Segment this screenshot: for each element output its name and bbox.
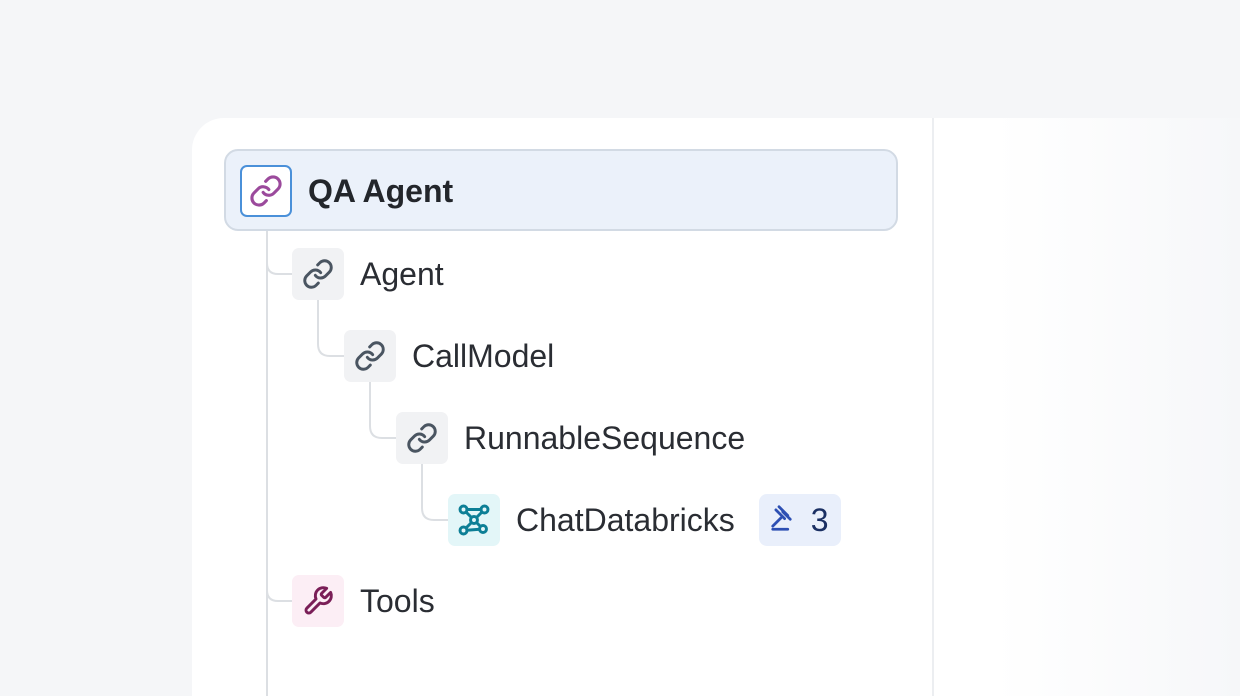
link-icon bbox=[344, 330, 396, 382]
model-graph-icon bbox=[448, 494, 500, 546]
gavel-icon bbox=[769, 503, 799, 538]
link-icon bbox=[240, 165, 292, 217]
tree-node-label: Agent bbox=[360, 256, 444, 292]
tree-node-root[interactable]: QA Agent bbox=[240, 165, 453, 217]
assessment-badge[interactable]: 3 bbox=[758, 494, 841, 546]
tree-node-tools[interactable]: Tools bbox=[292, 575, 435, 627]
tree-node-label: RunnableSequence bbox=[464, 420, 746, 456]
tree-node-runnablesequence[interactable]: RunnableSequence bbox=[396, 412, 745, 464]
selected-row-highlight[interactable] bbox=[224, 149, 898, 231]
tree-node-label: CallModel bbox=[412, 338, 555, 374]
detail-pane bbox=[934, 118, 1240, 696]
link-icon bbox=[292, 248, 344, 300]
panel-divider bbox=[932, 118, 934, 696]
assessment-count: 3 bbox=[810, 502, 829, 538]
tree-node-label: ChatDatabricks bbox=[516, 502, 735, 538]
link-icon bbox=[396, 412, 448, 464]
tree-node-label: QA Agent bbox=[308, 173, 454, 209]
tree-node-callmodel[interactable]: CallModel bbox=[344, 330, 554, 382]
tree-node-label: Tools bbox=[360, 583, 435, 619]
trace-tree-panel: QA Agent Agent CallModel RunnableSequenc… bbox=[192, 118, 1240, 696]
tree-node-chatdatabricks[interactable]: ChatDatabricks 3 bbox=[448, 494, 841, 546]
wrench-icon bbox=[292, 575, 344, 627]
tree-node-agent[interactable]: Agent bbox=[292, 248, 444, 300]
